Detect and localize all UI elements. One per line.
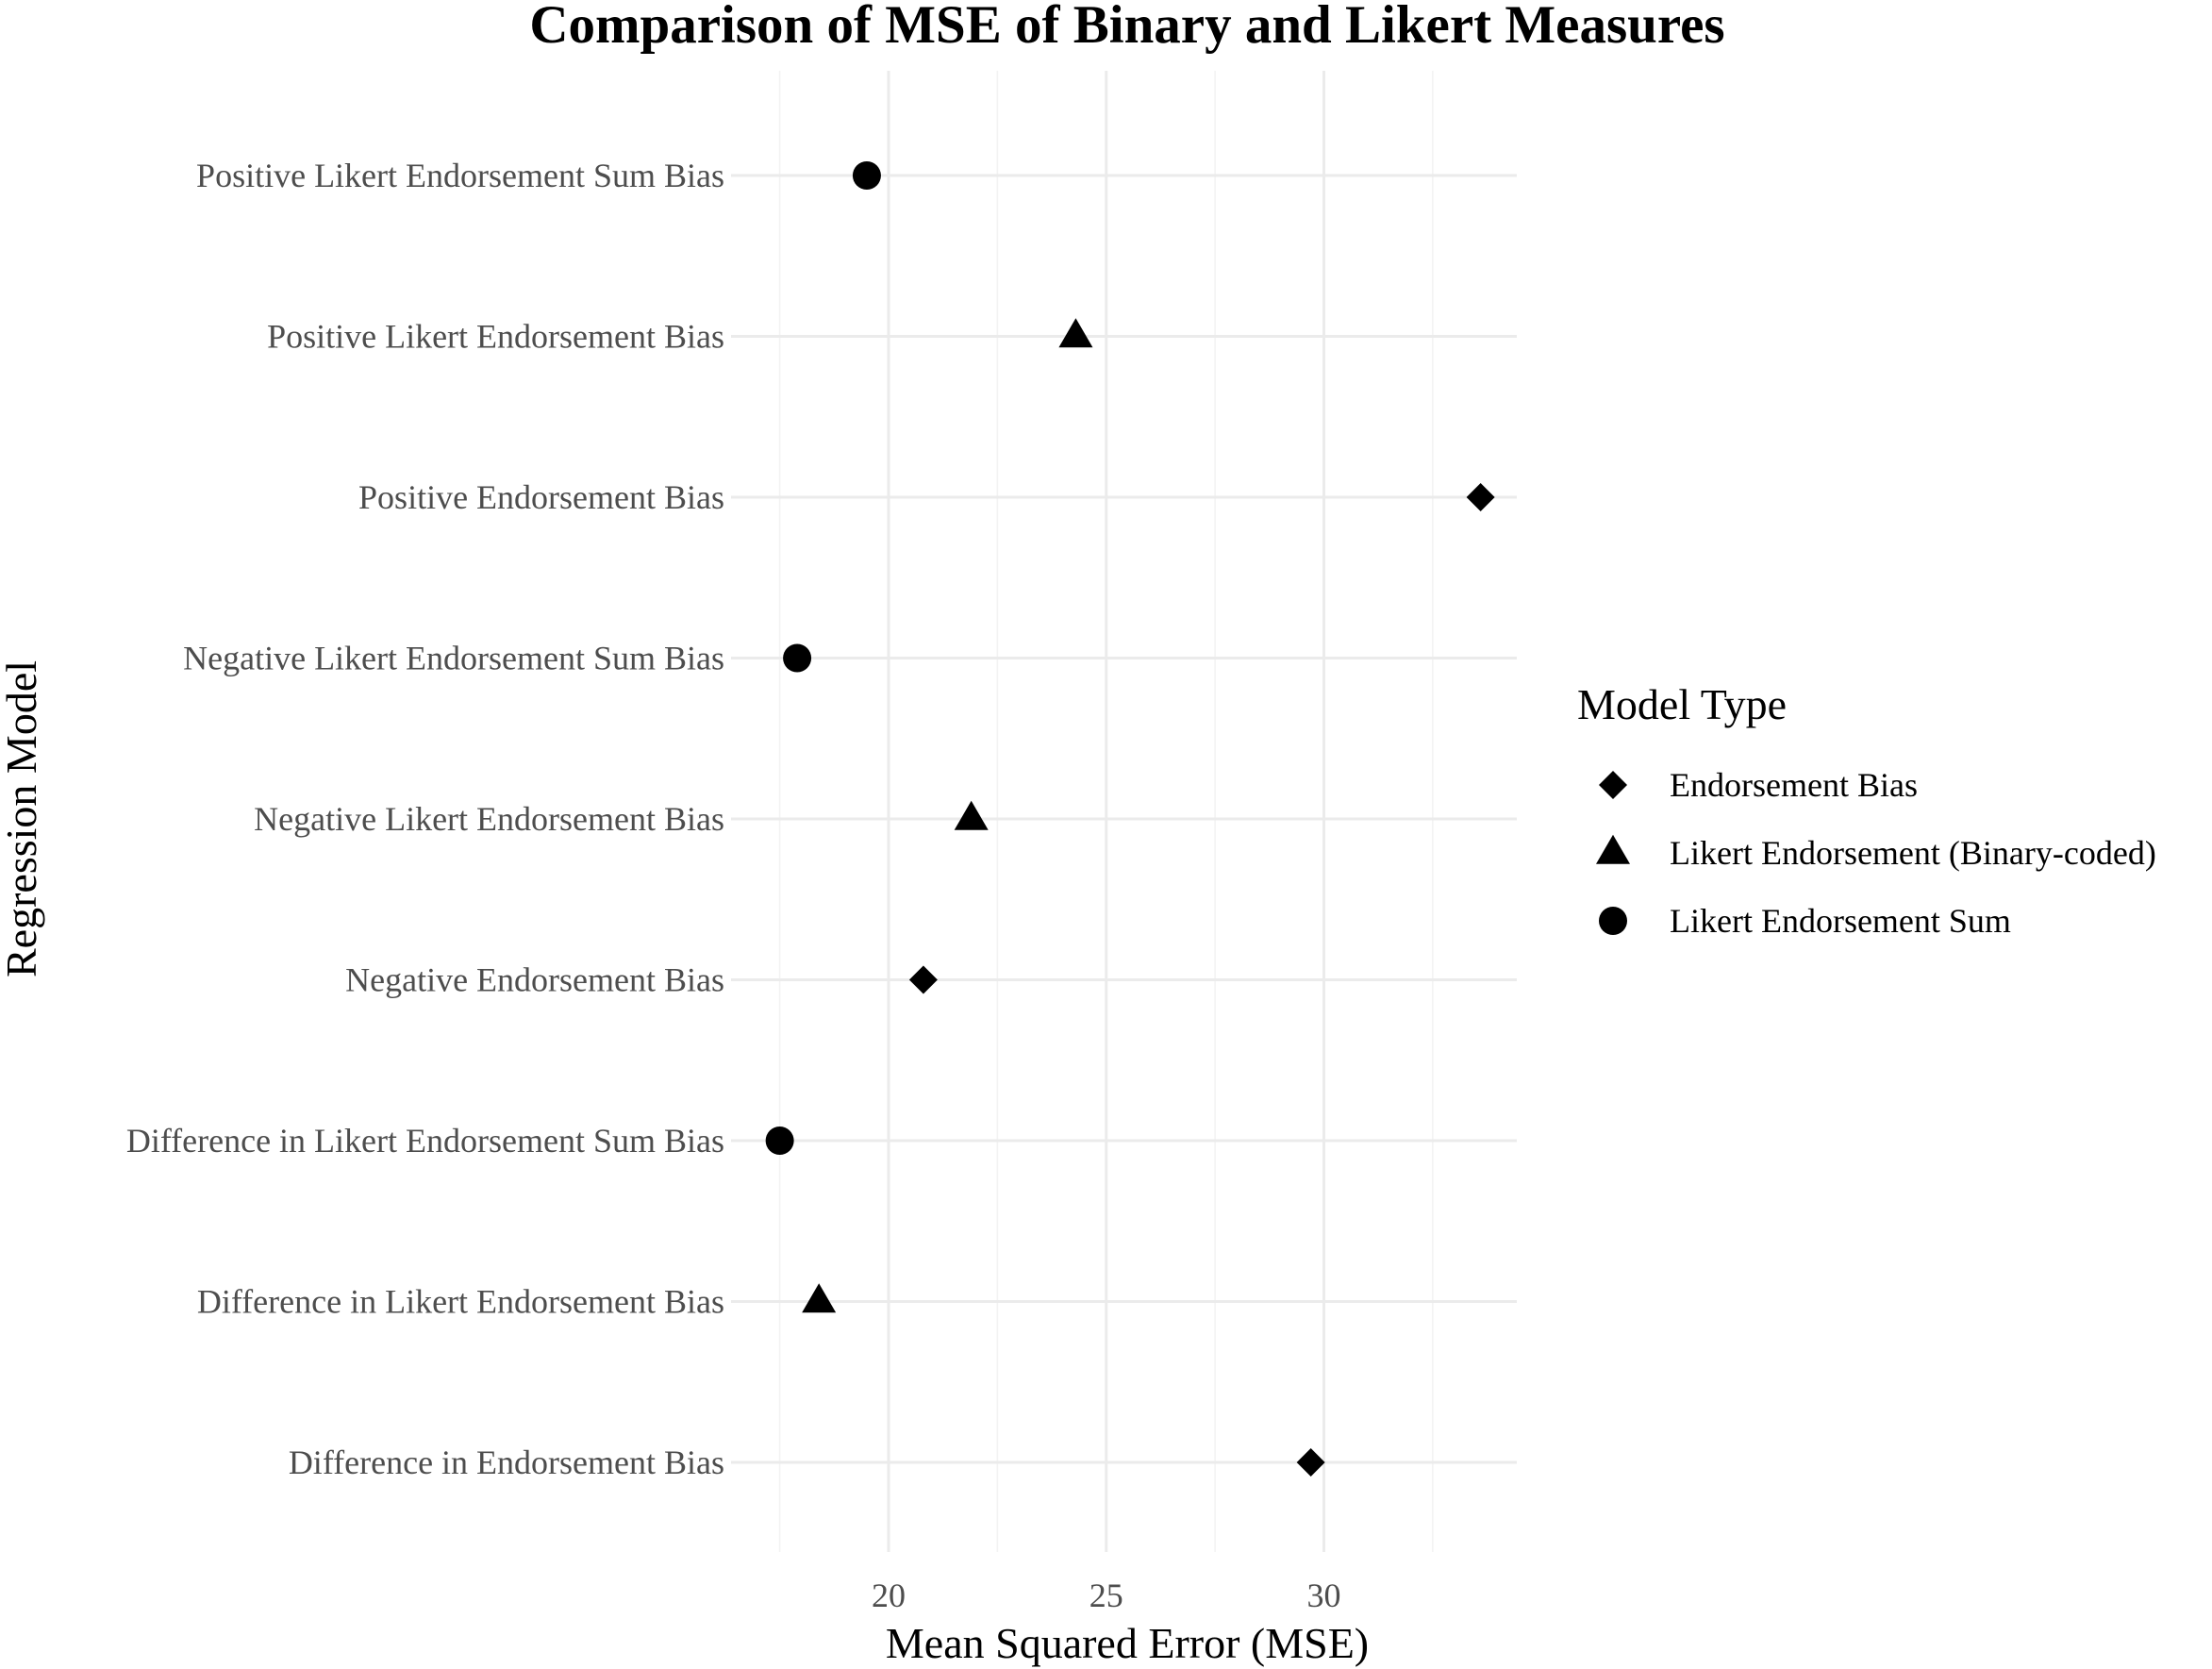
legend-label: Endorsement Bias bbox=[1670, 766, 1918, 804]
legend-key-diamond bbox=[1599, 771, 1627, 799]
data-point-circle bbox=[765, 1127, 794, 1155]
y-tick-label: Negative Endorsement Bias bbox=[345, 961, 724, 999]
y-axis-title: Regression Model bbox=[0, 660, 45, 977]
data-point-triangle bbox=[1058, 318, 1093, 348]
legend-label: Likert Endorsement (Binary-coded) bbox=[1670, 834, 2156, 872]
data-point-triangle bbox=[802, 1283, 837, 1313]
x-tick-label: 20 bbox=[872, 1577, 906, 1614]
y-tick-label: Difference in Endorsement Bias bbox=[289, 1444, 724, 1481]
y-category-labels: Positive Likert Endorsement Sum BiasPosi… bbox=[126, 157, 724, 1481]
grid bbox=[731, 71, 1517, 1552]
legend-key-triangle bbox=[1596, 834, 1630, 864]
data-point-diamond bbox=[1296, 1448, 1325, 1477]
chart-title: Comparison of MSE of Binary and Likert M… bbox=[529, 0, 1724, 55]
x-axis-title: Mean Squared Error (MSE) bbox=[886, 1619, 1369, 1667]
data-point-diamond bbox=[908, 965, 938, 994]
data-point-diamond bbox=[1466, 483, 1495, 511]
y-tick-label: Negative Likert Endorsement Sum Bias bbox=[183, 640, 724, 677]
y-tick-label: Positive Likert Endorsement Sum Bias bbox=[196, 157, 724, 194]
y-tick-label: Positive Likert Endorsement Bias bbox=[267, 318, 724, 356]
legend-title: Model Type bbox=[1577, 680, 1787, 728]
data-point-circle bbox=[852, 161, 881, 190]
x-tick-labels: 20 25 30 bbox=[872, 1577, 1341, 1614]
y-tick-label: Positive Endorsement Bias bbox=[358, 478, 724, 516]
legend-label: Likert Endorsement Sum bbox=[1670, 902, 2011, 940]
data-points bbox=[765, 161, 1495, 1477]
x-tick-label: 25 bbox=[1089, 1577, 1123, 1614]
y-tick-label: Negative Likert Endorsement Bias bbox=[254, 800, 724, 838]
legend-key-circle bbox=[1599, 907, 1627, 935]
x-tick-label: 30 bbox=[1307, 1577, 1341, 1614]
y-tick-label: Difference in Likert Endorsement Sum Bia… bbox=[126, 1122, 724, 1160]
data-point-circle bbox=[783, 643, 812, 673]
data-point-triangle bbox=[954, 800, 989, 830]
y-tick-label: Difference in Likert Endorsement Bias bbox=[197, 1283, 724, 1321]
